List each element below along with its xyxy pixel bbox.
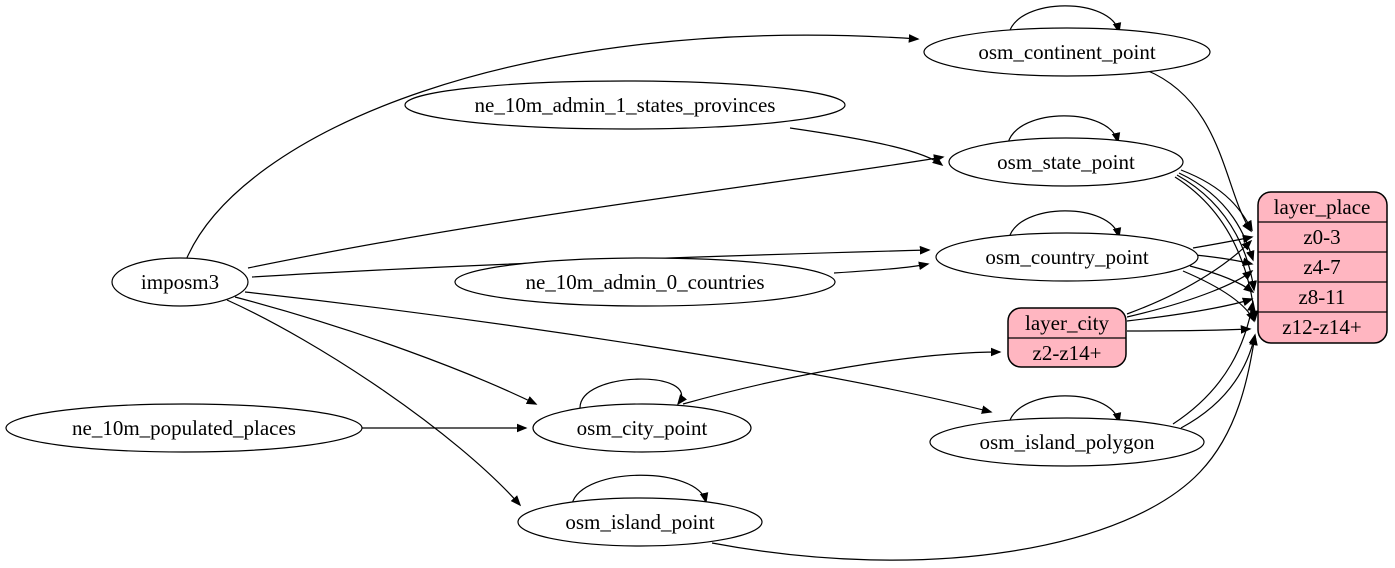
edge-osm_country_point-z4-7	[1194, 254, 1254, 266]
edge-osm_island_point-z12-z14	[711, 334, 1258, 561]
osm_country_point-ellipse	[935, 232, 1199, 282]
selfloop-osm_continent_point	[1008, 5, 1122, 34]
selfloop-osm_island_point	[571, 474, 709, 505]
ne_10m_admin_0-label: ne_10m_admin_0_countries	[525, 270, 764, 294]
layer_place-row-z4-7: z4-7	[1303, 255, 1340, 279]
osm_state_point-ellipse	[948, 137, 1184, 187]
record-layer_city: layer_city z2-z14+	[1007, 307, 1127, 368]
imposm3-label: imposm3	[141, 270, 219, 294]
node-imposm3: imposm3	[111, 257, 249, 307]
ne_10m_populated_places-label: ne_10m_populated_places	[72, 416, 296, 440]
node-osm_country_point: osm_country_point	[935, 232, 1199, 282]
imposm3-ellipse	[111, 257, 249, 307]
node-ne_10m_admin_1_states_provinces: ne_10m_admin_1_states_provinces	[404, 80, 846, 130]
osm_island_polygon-ellipse	[929, 417, 1205, 467]
node-ne_10m_admin_0_countries: ne_10m_admin_0_countries	[454, 257, 836, 307]
layer_city-row-z2-z14: z2-z14+	[1033, 341, 1102, 365]
osm_island_point-ellipse	[517, 497, 763, 547]
edge-imposm3-osm_island_point	[226, 299, 522, 507]
edge-layer_city-z0-3	[1126, 239, 1253, 315]
osm_island_point-label: osm_island_point	[565, 510, 715, 534]
ne_10m_admin_0-ellipse	[454, 257, 836, 307]
node-osm_island_point: osm_island_point	[517, 497, 763, 547]
selfloop-osm_state_point	[1007, 115, 1121, 144]
osm_country_point-label: osm_country_point	[985, 245, 1148, 269]
edge-layer_city-z8-11	[1126, 297, 1254, 322]
layer_place-title: layer_place	[1274, 195, 1371, 219]
selfloop-osm_city_point	[579, 378, 687, 410]
edge-osm_country_point-z0-3	[1192, 234, 1254, 249]
edge-osm_country_point-z12-z14	[1182, 270, 1255, 323]
osm_continent_point-label: osm_continent_point	[978, 40, 1155, 64]
node-osm_state_point: osm_state_point	[948, 137, 1184, 187]
layer_place-box	[1257, 191, 1388, 344]
selfloop-osm_country_point	[1008, 210, 1122, 239]
ne_10m_admin_1-label: ne_10m_admin_1_states_provinces	[475, 93, 776, 117]
edge-layer_city-z4-7	[1126, 269, 1254, 318]
osm_continent_point-ellipse	[923, 27, 1211, 77]
selfloop-osm_island_polygon	[1008, 395, 1122, 424]
layer_place-row-z8-11: z8-11	[1298, 285, 1345, 309]
edge-imposm3-osm_state_point	[247, 154, 945, 269]
edge-ne_10m_admin_0_countries-osm_country_point	[833, 261, 930, 274]
node-osm_continent_point: osm_continent_point	[923, 27, 1211, 77]
osm_city_point-label: osm_city_point	[577, 416, 708, 440]
osm_island_polygon-label: osm_island_polygon	[979, 430, 1155, 454]
layer_place-row-z12-z14: z12-z14+	[1282, 315, 1361, 339]
record-layer_place: layer_place z0-3 z4-7 z8-11 z12-z14+	[1257, 191, 1388, 344]
edge-imposm3-osm_city_point	[234, 296, 538, 405]
edge-imposm3-osm_continent_point	[185, 34, 920, 261]
osm_state_point-label: osm_state_point	[997, 150, 1135, 174]
edge-layer	[185, 5, 1259, 561]
edge-ne_10m_admin_1_states_provinces-osm_state_point	[789, 127, 944, 166]
layer_city-title: layer_city	[1025, 311, 1109, 335]
edge-osm_state_point-z0-3	[1180, 169, 1253, 232]
ne_10m_populated_places-ellipse	[5, 403, 363, 453]
edge-imposm3-osm_island_polygon	[244, 291, 993, 414]
edge-layer_city-z12-z14	[1126, 325, 1252, 334]
edge-osm_city_point-layer_city	[682, 347, 1002, 405]
ne_10m_admin_1-ellipse	[404, 80, 846, 130]
layer_place-row-z0-3: z0-3	[1303, 225, 1340, 249]
node-ne_10m_populated_places: ne_10m_populated_places	[5, 403, 363, 453]
edge-osm_island_polygon-z8-11	[1172, 300, 1256, 425]
osm_city_point-ellipse	[532, 403, 752, 453]
node-osm_city_point: osm_city_point	[532, 403, 752, 453]
edge-osm_state_point-z4-7	[1178, 172, 1255, 262]
edge-osm_country_point-z8-11	[1189, 265, 1255, 293]
edge-osm_island_polygon-z12-z14	[1180, 333, 1258, 429]
node-osm_island_polygon: osm_island_polygon	[929, 417, 1205, 467]
